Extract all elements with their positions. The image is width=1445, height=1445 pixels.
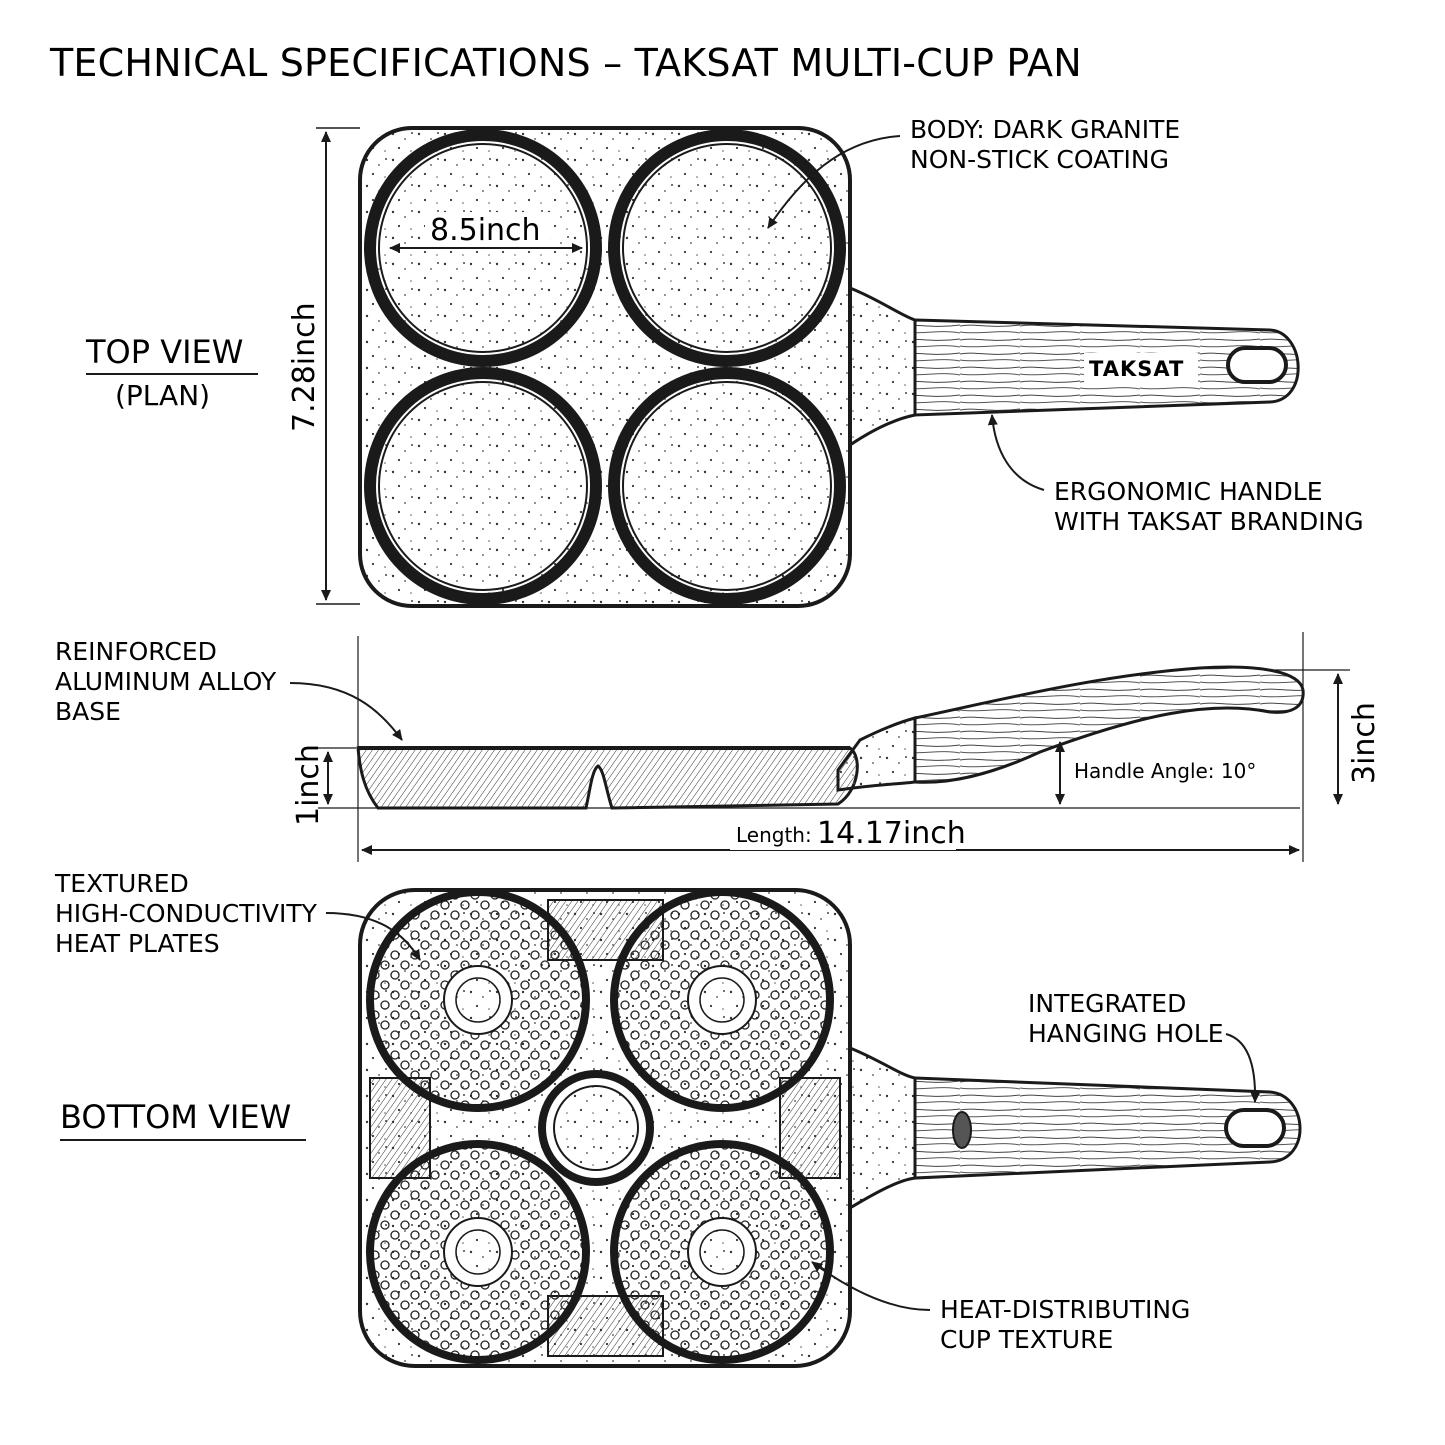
dim-length-text: 14.17inch	[817, 816, 966, 851]
annotation-base-line2: ALUMINUM ALLOY	[55, 667, 277, 696]
annotation-cup-texture-line2: CUP TEXTURE	[940, 1325, 1113, 1354]
handle-bottom	[913, 1076, 1302, 1180]
top-view-label: TOP VIEW (PLAN)	[85, 333, 258, 412]
dim-handle-angle-text: Handle Angle: 10°	[1074, 759, 1256, 783]
annotation-hole-line1: INTEGRATED	[1028, 989, 1186, 1018]
annotation-cup-texture: HEAT-DISTRIBUTING CUP TEXTURE	[811, 1261, 1190, 1354]
annotation-plates-line3: HEAT PLATES	[55, 929, 220, 958]
annotation-base-line1: REINFORCED	[55, 637, 217, 666]
annotation-plates-line2: HIGH-CONDUCTIVITY	[55, 899, 318, 928]
cup-top-right	[608, 129, 846, 367]
annotation-body: BODY: DARK GRANITE NON-STICK COATING	[767, 115, 1180, 229]
annotation-handle-line1: ERGONOMIC HANDLE	[1054, 477, 1323, 506]
bottom-view-title: BOTTOM VIEW	[60, 1098, 291, 1136]
side-view-drawing	[356, 665, 1305, 810]
cup-bottom-left	[364, 367, 602, 605]
dim-height-text: 1inch	[291, 744, 326, 826]
annotation-hole: INTEGRATED HANGING HOLE	[1028, 989, 1261, 1103]
dim-handle-rise: 3inch	[1268, 632, 1382, 862]
annotation-base: REINFORCED ALUMINUM ALLOY BASE	[55, 637, 403, 741]
hanging-hole-top	[1226, 346, 1288, 384]
hanging-hole-bottom	[1224, 1108, 1286, 1148]
annotation-handle: ERGONOMIC HANDLE WITH TAKSAT BRANDING	[987, 414, 1364, 536]
annotation-hole-line2: HANGING HOLE	[1028, 1019, 1224, 1048]
heat-plate-top-left	[366, 888, 590, 1112]
cup-top-left	[364, 129, 602, 367]
pan-body-top	[358, 126, 852, 608]
handle-neck-top	[848, 285, 917, 448]
cup-bottom-right	[608, 367, 846, 605]
annotation-body-line2: NON-STICK COATING	[910, 145, 1169, 174]
page-title: TECHNICAL SPECIFICATIONS – TAKSAT MULTI-…	[49, 41, 1082, 85]
heat-plate-bottom-right	[610, 1140, 834, 1364]
dim-width: 7.28inch	[284, 127, 360, 605]
dim-width-text: 7.28inch	[287, 302, 322, 432]
top-view-subtitle: (PLAN)	[115, 379, 210, 412]
annotation-plates-line1: TEXTURED	[54, 869, 189, 898]
top-view-title: TOP VIEW	[85, 333, 243, 371]
brand-label: TAKSAT	[1089, 357, 1184, 381]
dim-cup-diameter-text: 8.5inch	[430, 213, 541, 248]
dim-handle-rise-text: 3inch	[1347, 702, 1382, 784]
pan-body-side	[356, 746, 859, 810]
heat-plate-top-right	[610, 888, 834, 1112]
dim-length: Length: 14.17inch	[361, 816, 1300, 855]
handle-side	[913, 665, 1305, 784]
dim-handle-angle: Handle Angle: 10°	[1055, 741, 1256, 805]
annotation-plates: TEXTURED HIGH-CONDUCTIVITY HEAT PLATES	[54, 869, 421, 961]
bottom-view-drawing	[358, 888, 1302, 1368]
annotation-cup-texture-line1: HEAT-DISTRIBUTING	[940, 1295, 1190, 1324]
dim-cup-diameter: 8.5inch	[389, 212, 583, 253]
annotation-body-line1: BODY: DARK GRANITE	[910, 115, 1180, 144]
handle-neck-side	[836, 716, 917, 792]
bottom-view-label: BOTTOM VIEW	[60, 1098, 306, 1141]
heat-plate-bottom-left	[366, 1140, 590, 1364]
dim-length-prefix: Length:	[736, 823, 812, 847]
dim-height: 1inch	[291, 636, 1300, 862]
annotation-handle-line2: WITH TAKSAT BRANDING	[1054, 507, 1364, 536]
annotation-base-line3: BASE	[55, 697, 121, 726]
top-view-drawing: TAKSAT	[358, 126, 1300, 608]
handle-neck-bottom	[848, 1045, 917, 1211]
